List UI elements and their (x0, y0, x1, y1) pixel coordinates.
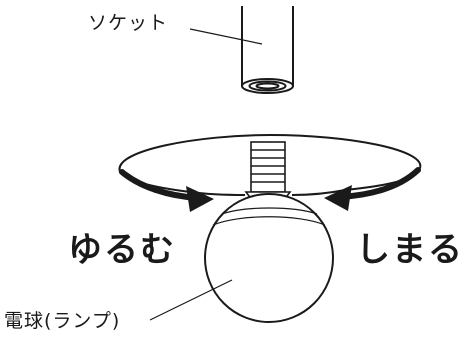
tighten-label: しまる (356, 230, 464, 270)
bulb-screw-base (244, 141, 292, 201)
bulb-globe (204, 193, 334, 323)
loosen-arrow (119, 169, 214, 212)
socket (241, 6, 294, 94)
tighten-arrow (324, 167, 421, 211)
socket-leader-line (189, 28, 263, 45)
bulb-leader-line (149, 279, 233, 321)
loosen-label: ゆるむ (68, 230, 176, 270)
bulb-label: 電球(ランプ) (4, 310, 121, 332)
socket-label: ソケット (88, 12, 169, 34)
